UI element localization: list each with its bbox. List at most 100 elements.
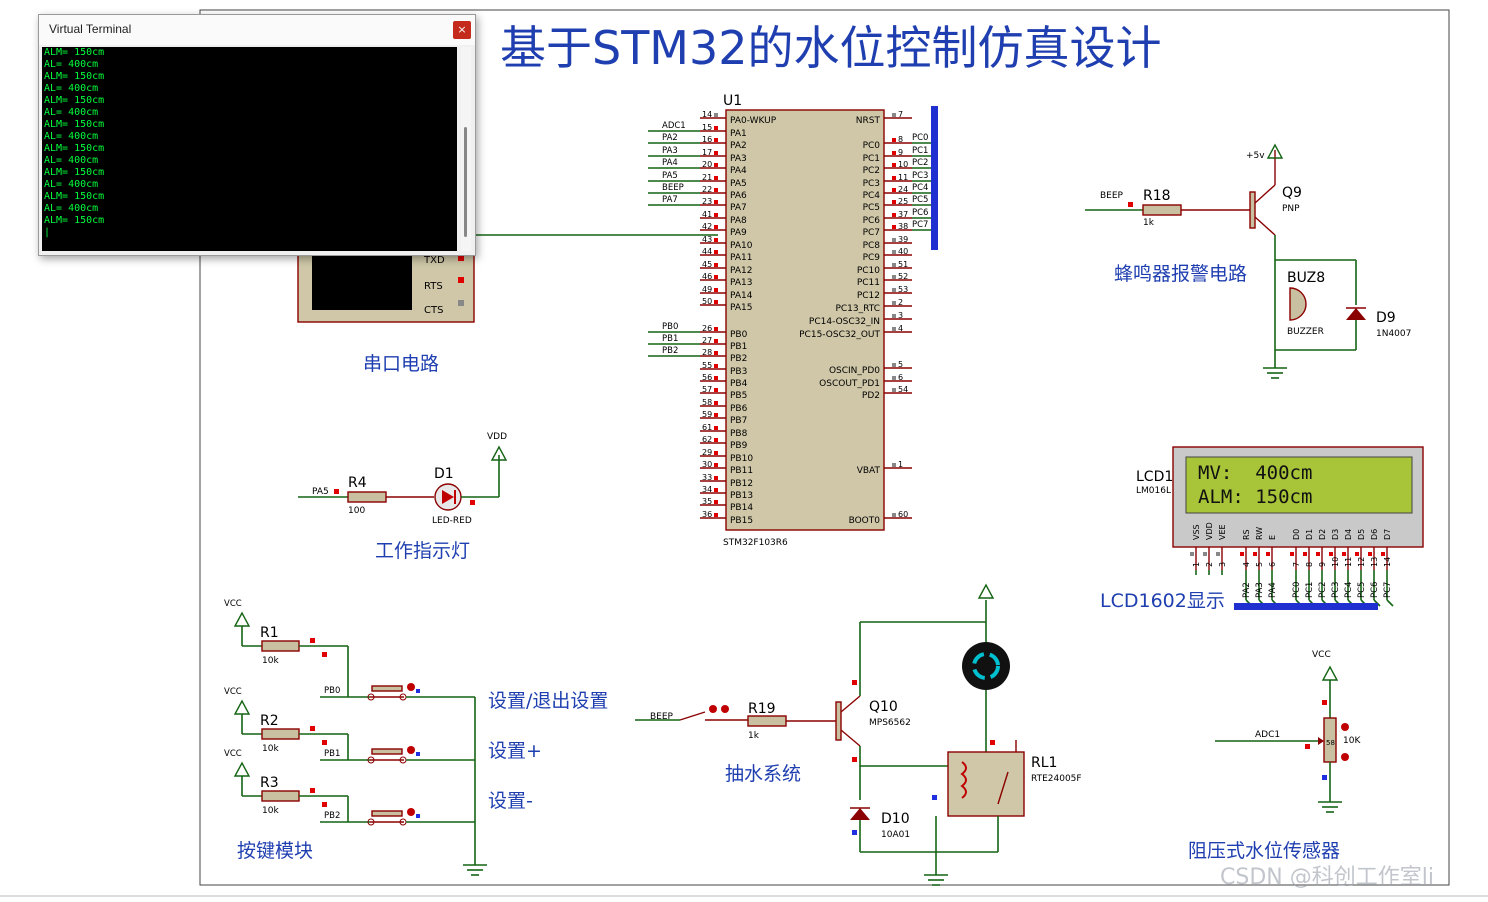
mcu-pin-name: PC0 xyxy=(863,141,881,151)
mcu-pin-num: 28 xyxy=(702,348,712,357)
mcu-pin-name: PA7 xyxy=(730,203,747,213)
mcu-pin-num: 27 xyxy=(702,336,712,345)
close-button[interactable]: × xyxy=(453,21,471,39)
resistor-r2[interactable] xyxy=(261,728,300,740)
buzzer-supply: +5v xyxy=(1246,151,1265,161)
mcu-pin-name: PD2 xyxy=(862,391,880,401)
relay-rl1[interactable] xyxy=(947,751,1025,817)
mcu-pin-name: PA6 xyxy=(730,191,747,201)
lcd-part: LM016L xyxy=(1136,486,1171,496)
r3-value: 10k xyxy=(262,806,279,816)
lcd-pin-name: D3 xyxy=(1331,529,1340,540)
mcu-pin-num: 46 xyxy=(702,272,712,281)
resistor-r18[interactable] xyxy=(1142,204,1182,216)
mcu-pin-name: PA5 xyxy=(730,179,747,189)
mcu-pin-num: 59 xyxy=(702,410,712,419)
mcu-pin-name: PA8 xyxy=(730,216,747,226)
resistor-r4[interactable] xyxy=(347,491,387,503)
terminal-title-bar[interactable]: Virtual Terminal × xyxy=(39,15,475,45)
mcu-pin-name: PB10 xyxy=(730,454,753,464)
diode-d10-icon[interactable] xyxy=(850,808,870,820)
scrollbar-thumb[interactable] xyxy=(464,127,467,237)
lcd-pin-num: 3 xyxy=(1218,562,1227,567)
mcu-pin-num: 11 xyxy=(898,173,908,182)
lcd-pin-name: VDD xyxy=(1205,522,1214,540)
transistor-q9[interactable] xyxy=(1249,191,1256,229)
mcu-pin-num: 33 xyxy=(702,473,712,482)
r3-ref: R3 xyxy=(260,775,279,791)
sensor-supply: VCC xyxy=(1312,650,1331,660)
transistor-q10[interactable] xyxy=(835,701,842,741)
sensor-wiper: 58 xyxy=(1326,739,1335,747)
mcu-pin-num: 51 xyxy=(898,260,908,269)
lcd-pin-num: 13 xyxy=(1370,557,1379,567)
terminal-line: AL= 400cm xyxy=(44,83,99,94)
mcu-pin-num: 9 xyxy=(898,148,903,157)
mcu-net-label: PC1 xyxy=(912,146,928,156)
mcu-pin-num: 60 xyxy=(898,510,908,519)
mcu-pin-name: PB14 xyxy=(730,503,753,513)
mcu-part: STM32F103R6 xyxy=(723,538,788,548)
lcd-net-label: PA2 xyxy=(1242,582,1252,598)
mcu-pin-num: 3 xyxy=(898,311,903,320)
key-supply: VCC xyxy=(224,599,242,609)
mcu-pin-name: VBAT xyxy=(857,466,881,476)
mcu-pin-name: PB1 xyxy=(730,342,747,352)
diode-d9-icon[interactable] xyxy=(1346,308,1366,320)
vcc-arrow-icon xyxy=(233,761,251,777)
terminal-cursor: | xyxy=(44,227,51,238)
watermark: CSDN @科创工作室li xyxy=(1220,865,1434,890)
mcu-pin-name: PC4 xyxy=(863,191,881,201)
mcu-pin-name: PA12 xyxy=(730,266,752,276)
mcu-pin-name: OSCOUT_PD1 xyxy=(819,379,880,389)
pump-motor-icon[interactable] xyxy=(962,642,1010,690)
mcu-net-label: PA3 xyxy=(662,146,678,156)
lcd-net-label: PC4 xyxy=(1344,582,1354,598)
terminal-line: ALM= 150cm xyxy=(44,191,105,202)
d1-ref: D1 xyxy=(434,466,454,482)
pump-switch[interactable] xyxy=(679,711,706,721)
caption-pump: 抽水系统 xyxy=(725,763,801,785)
buzzer-circuit: BEEP R18 1k Q9 PNP +5v 蜂鸣器报警电路 BUZ8 BUZZ… xyxy=(1085,143,1411,379)
lcd-pin-num: 2 xyxy=(1205,562,1214,567)
mcu-pin-num: 2 xyxy=(898,298,903,307)
lcd-pin-num: 10 xyxy=(1331,557,1340,567)
buzzer-icon[interactable] xyxy=(1289,287,1307,321)
mcu-pin-num: 34 xyxy=(702,485,712,494)
mcu-pin-num: 58 xyxy=(702,398,712,407)
terminal-line: AL= 400cm xyxy=(44,155,99,166)
d10-type: 10A01 xyxy=(881,830,910,840)
terminal-title: Virtual Terminal xyxy=(49,22,132,36)
mcu-pin-num: 54 xyxy=(898,385,908,394)
serial-pin-txd: TXD xyxy=(423,255,445,266)
terminal-line: AL= 400cm xyxy=(44,59,99,70)
resistor-r1[interactable] xyxy=(261,640,300,652)
mcu-pin-num: 52 xyxy=(898,272,908,281)
resistor-r19[interactable] xyxy=(747,715,787,727)
lcd-net-label: PC1 xyxy=(1305,582,1315,598)
pump-circuit: BEEP R19 1k Q10 MPS6562 D10 10A01 RL1 RT… xyxy=(635,583,1082,886)
mcu-pin-num: 45 xyxy=(702,260,712,269)
pump-net: BEEP xyxy=(650,712,674,722)
mcu-stm32[interactable]: U1 STM32F103R6 14PA0-WKUP15PA1ADC116PA2P… xyxy=(648,93,938,548)
mcu-pin-name: PC11 xyxy=(857,278,880,288)
lcd-module[interactable]: LCD1 LM016L MV: 400cm ALM: 150cm VSS1VDD… xyxy=(1136,446,1424,610)
mcu-pin-name: PB4 xyxy=(730,379,748,389)
mcu-pin-num: 37 xyxy=(898,210,908,219)
mcu-pin-num: 6 xyxy=(898,373,903,382)
mcu-pin-name: PB7 xyxy=(730,416,747,426)
mcu-pin-name: PC8 xyxy=(863,241,881,251)
lcd-pin-num: 12 xyxy=(1357,557,1366,567)
mcu-pin-name: PA4 xyxy=(730,166,747,176)
r2-value: 10k xyxy=(262,744,279,754)
terminal-scrollbar[interactable] xyxy=(461,47,471,251)
led-supply: VDD xyxy=(487,432,507,442)
resistor-r3[interactable] xyxy=(261,790,300,802)
lcd-pin-num: 9 xyxy=(1318,562,1327,567)
vcc-arrow-icon xyxy=(233,611,251,627)
lcd-pin-num: 5 xyxy=(1255,562,1264,567)
terminal-line: ALM= 150cm xyxy=(44,215,105,226)
mcu-net-label: PC3 xyxy=(912,171,928,181)
